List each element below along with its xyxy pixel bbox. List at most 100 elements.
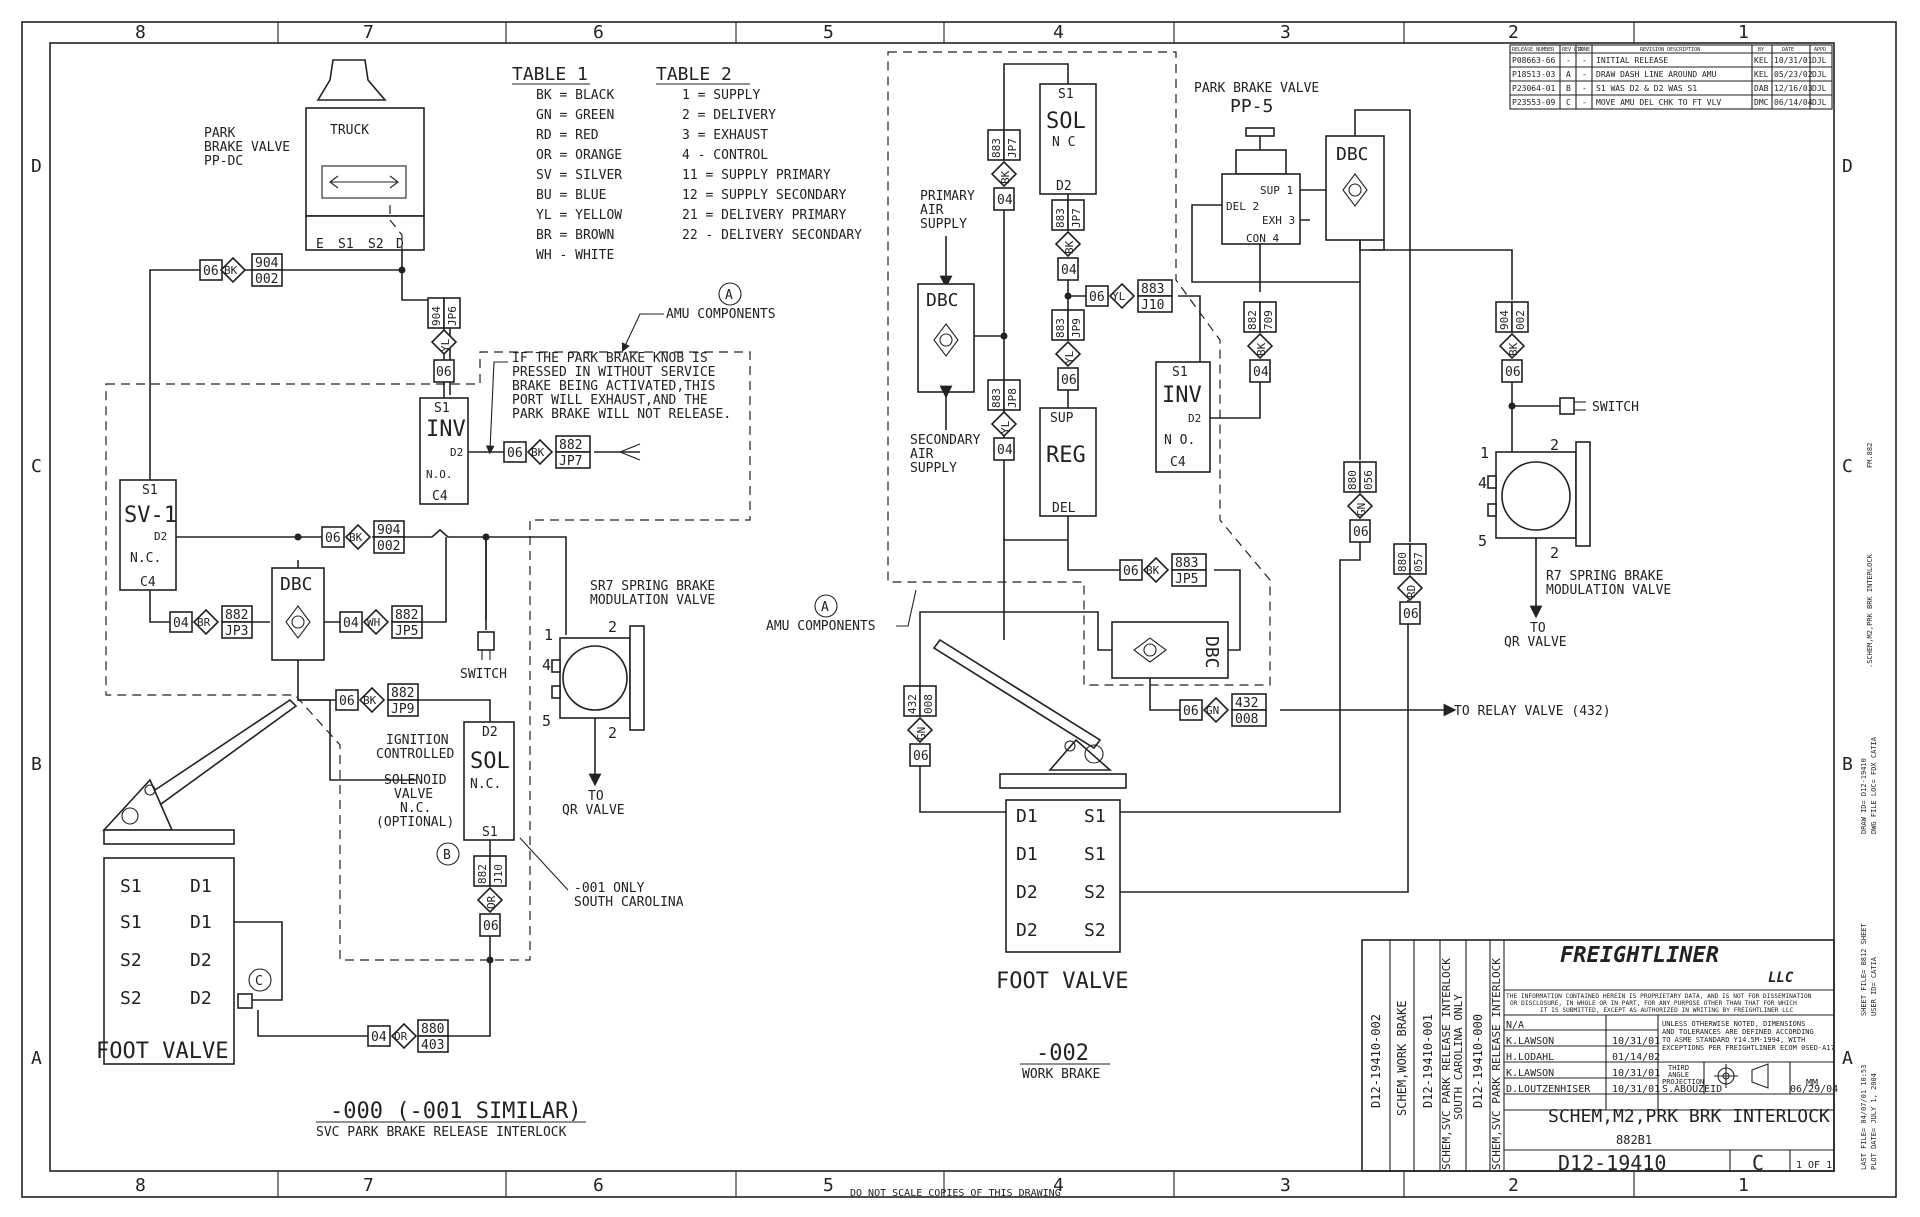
wire-number: 882 <box>225 608 248 623</box>
foot-valve-left-label: FOOT VALVE <box>96 1039 228 1064</box>
rev-header: APPD <box>1814 47 1826 53</box>
table-1-row: SV = SILVER <box>536 168 622 183</box>
table-1-row: GN = GREEN <box>536 108 614 123</box>
inv-name: INV <box>1162 383 1202 408</box>
r7-port: 5 <box>1478 532 1487 550</box>
tolerance-line: UNLESS OTHERWISE NOTED, DIMENSIONS <box>1662 1020 1805 1028</box>
table-2-row: 12 = SUPPLY SECONDARY <box>682 188 847 203</box>
rev-row: P18513-03 A - DRAW DASH LINE AROUND AMU … <box>1512 70 1827 79</box>
wire-circuit: JP5 <box>395 624 418 639</box>
wire-number: 883 <box>1175 556 1198 571</box>
wire-number: 883 <box>990 388 1003 408</box>
row-left-b: B <box>31 754 42 775</box>
zone-top-4: 4 <box>1053 22 1064 43</box>
wire-label: 880 057 RD 06 <box>1393 543 1427 625</box>
wire-size: 04 <box>371 1030 387 1045</box>
margin-notes: FM.882 .SCHEM,M2,PRK BRK INTERLOCK DRAW … <box>1860 443 1878 1170</box>
sv1-c4: C4 <box>140 575 156 590</box>
margin-note: SHEET FILE= B812 SHEET <box>1860 922 1868 1016</box>
zone-top-8: 8 <box>135 22 146 43</box>
foot-port: S1 <box>1084 844 1106 865</box>
wire-number: 880 <box>421 1022 444 1037</box>
rev-cell: - <box>1582 84 1587 93</box>
primary-label: PRIMARY <box>920 189 975 204</box>
amu-label-left: AMU COMPONENTS <box>666 307 776 322</box>
note-line: IF THE PARK BRAKE KNOB IS <box>512 351 708 366</box>
schematic-right: PARK BRAKE VALVE PP-5 SUP 1 DEL 2 EXH 3 … <box>1191 81 1671 650</box>
wire-label: 06 YL 883 J10 <box>1085 279 1173 313</box>
approved-date: 10/31/01 <box>1612 1084 1660 1095</box>
wire-circuit: JP5 <box>1175 572 1198 587</box>
wire-color: YL <box>999 420 1012 434</box>
rev-header: ZONE <box>1578 47 1590 53</box>
wire-number: 432 <box>1235 696 1258 711</box>
table-1-row: OR = ORANGE <box>536 148 622 163</box>
dbc-right-label: DBC <box>1336 144 1369 165</box>
wire-number: 904 <box>430 306 443 326</box>
wire-color: GN <box>1355 503 1368 516</box>
revision-letter: C <box>1752 1151 1764 1175</box>
r7-port: 4 <box>1478 474 1487 492</box>
ref-drawing: D12-19410-001 <box>1421 1014 1435 1108</box>
reg-valve <box>1039 407 1097 517</box>
foot-port: D1 <box>1016 844 1038 865</box>
dbc-left <box>271 567 325 661</box>
wire-circuit: JP7 <box>559 454 582 469</box>
truck-port-s2: S2 <box>368 237 384 252</box>
park-valve-label: BRAKE VALVE <box>204 140 290 155</box>
rev-cell: 10/31/01 <box>1774 56 1813 65</box>
sr7-label: SR7 SPRING BRAKE <box>590 579 715 594</box>
primary-label: AIR <box>920 203 944 218</box>
zone-bottom-2: 2 <box>1508 1175 1519 1196</box>
wire-number: 882 <box>391 686 414 701</box>
foot-port: D1 <box>190 912 212 933</box>
wire-size: 06 <box>1061 373 1077 388</box>
checked-date: 01/14/02 <box>1612 1052 1660 1063</box>
ignition-line: SOLENOID <box>384 773 447 788</box>
note-line: PORT WILL EXHAUST,AND THE <box>512 393 708 408</box>
rev-cell: DJL <box>1812 84 1827 93</box>
wire-circuit: 002 <box>1514 310 1527 330</box>
r7-port: 1 <box>1480 444 1489 462</box>
dbc-left-label: DBC <box>280 574 313 595</box>
zone-labels: 8 7 6 5 4 3 2 1 8 7 6 5 4 3 2 1 D C B A … <box>31 22 1853 1197</box>
note-line: PARK BRAKE WILL NOT RELEASE. <box>512 407 731 422</box>
rev-cell: A <box>1566 70 1571 79</box>
engineer: K.LAWSON <box>1506 1068 1554 1079</box>
zone-top-1: 1 <box>1738 22 1749 43</box>
foot-port: S2 <box>1084 920 1106 941</box>
zone-top-3: 3 <box>1280 22 1291 43</box>
circle-a-middle <box>814 594 838 618</box>
switch-left <box>477 631 495 651</box>
rev-cell: P08663-66 <box>1512 56 1556 65</box>
wire-circuit: 403 <box>421 1038 444 1053</box>
wire-label: 06 BK 904 002 <box>199 253 283 287</box>
zone-top-6: 6 <box>593 22 604 43</box>
margin-note: DRAW ID= D12-19410 <box>1860 758 1868 834</box>
pp5-port: SUP 1 <box>1260 184 1293 197</box>
ref-drawing: D12-19410-002 <box>1369 1014 1383 1108</box>
wire-color: OR <box>394 1030 408 1043</box>
wire-number: 883 <box>1141 282 1164 297</box>
wire-circuit: JP8 <box>1006 388 1019 408</box>
sr7-port: 2 <box>608 618 617 636</box>
wire-circuit: JP3 <box>225 624 248 639</box>
pp5-knob <box>1245 127 1275 137</box>
wire-circuit: JP7 <box>1070 208 1083 228</box>
drawn-by: K.LAWSON <box>1506 1036 1554 1047</box>
wire-number: 904 <box>1498 310 1511 330</box>
units-value: MM <box>1806 1078 1818 1089</box>
rev-header: RELEASE NUMBER <box>1512 47 1555 53</box>
reg-sup: SUP <box>1050 411 1074 426</box>
rev-row: P23553-09 C - MOVE AMU DEL CHK TO FT VLV… <box>1512 98 1827 107</box>
sol-valve-middle <box>1039 83 1097 195</box>
rev-header: DATE <box>1782 47 1794 53</box>
amu-note: IF THE PARK BRAKE KNOB IS PRESSED IN WIT… <box>485 351 731 455</box>
rev-cell: DJL <box>1812 98 1827 107</box>
rev-header: BY <box>1758 47 1764 53</box>
foot-port: D2 <box>1016 882 1038 903</box>
wire-circuit: 002 <box>255 272 278 287</box>
switch-left-label: SWITCH <box>460 667 507 682</box>
inv-c4: C4 <box>1170 455 1186 470</box>
r7-port: 2 <box>1550 436 1559 454</box>
